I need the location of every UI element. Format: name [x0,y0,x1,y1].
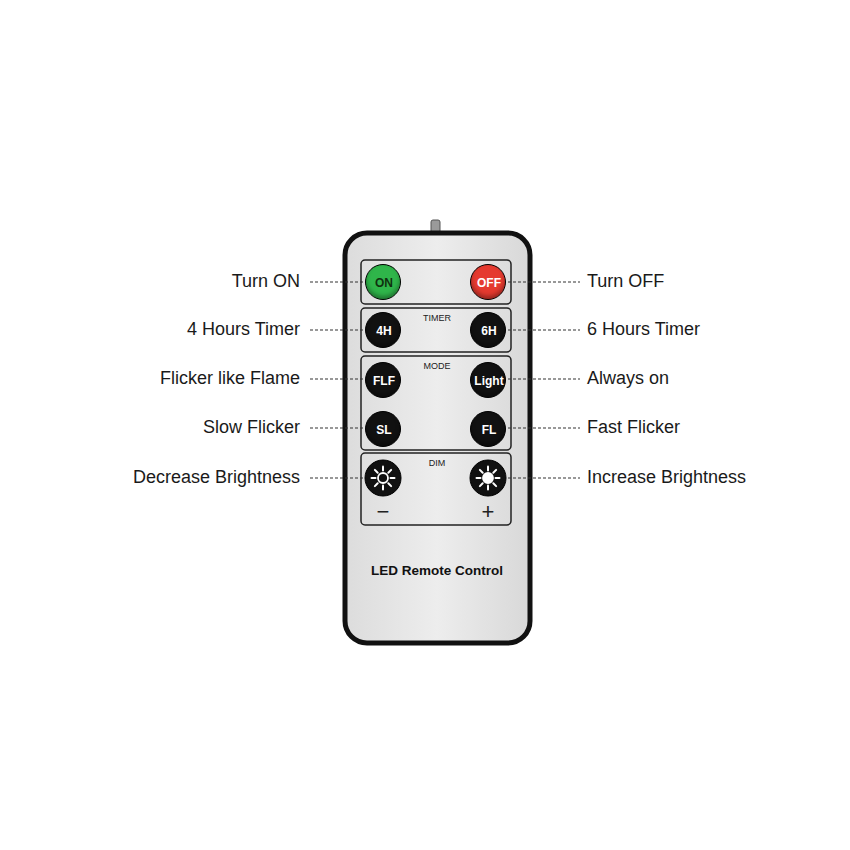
dim-group-box [361,453,511,525]
group-heading: MODE [424,362,451,371]
dim-group: DIM − + [361,453,511,525]
remote-body [345,233,530,643]
timer-group: 4H 6H TIMER [361,308,511,352]
callout-label: Decrease Brightness [133,468,300,488]
sun-ray [388,470,391,473]
callout-label: Slow Flicker [203,418,300,438]
mode-group-box [361,356,511,450]
dim-plus-button [470,460,506,496]
leader-line [310,378,363,379]
model-name: LED Remote Control [371,564,503,578]
sun-ray [477,477,481,479]
sun-icon-filled [477,467,500,490]
sun-icon-outline [372,467,395,490]
sun-ray [493,483,496,486]
sun-ray [382,486,384,490]
button-label: 4H [376,325,391,337]
callout-label: Increase Brightness [587,468,746,488]
group-heading: TIMER [423,314,451,323]
on-button: ON [365,264,401,300]
sun-core [378,473,388,483]
button-label: FLF [373,375,395,387]
button-label: FL [482,424,497,436]
leader-line [310,329,363,330]
leader-line [508,427,580,428]
callout-label: Turn OFF [587,272,664,292]
mode-button: FL [470,411,506,447]
off-button: OFF [470,264,506,300]
callout-label: 4 Hours Timer [187,320,300,340]
button-label: Light [474,375,503,387]
button-label: SL [376,424,391,436]
callout-label: Always on [587,369,669,389]
mode-button: Light [470,362,506,398]
button-circle [365,460,401,496]
sun-ray [372,477,376,479]
leader-lines [310,282,580,478]
leader-line [310,477,363,478]
button-label: OFF [477,277,501,289]
sun-ray [480,483,483,486]
sun-ray [487,486,489,490]
sun-ray [493,470,496,473]
mode-button: FLF [365,362,401,398]
power-group-box [361,260,511,304]
timer-group-box [361,308,511,352]
timer-button: 4H [365,312,401,348]
sun-ray [375,470,378,473]
plus-sign: + [482,501,495,523]
mode-group: FLF LightSL FL MODE [361,356,511,450]
leader-line [310,427,363,428]
callout-label: Turn ON [232,272,300,292]
minus-sign: − [377,501,390,523]
callout-label: Fast Flicker [587,418,680,438]
button-label: ON [375,277,393,289]
leader-line [310,281,363,282]
button-label: 6H [481,325,496,337]
leader-line [508,281,580,282]
sun-ray [375,483,378,486]
sun-ray [487,467,489,471]
callout-label: Flicker like Flame [160,369,300,389]
group-heading: DIM [429,459,446,468]
sun-ray [391,477,395,479]
sun-ray [388,483,391,486]
timer-button: 6H [470,312,506,348]
sun-ray [382,467,384,471]
mode-button: SL [365,411,401,447]
leader-line [508,378,580,379]
remote-body-node: ON OFF 4H 6H TIMER FLF LightSL FL MODE DIM − + LED R… [345,233,530,643]
sun-ray [496,477,500,479]
sun-ray [480,470,483,473]
leader-line [508,477,580,478]
dim-minus-button [365,460,401,496]
callout-label: 6 Hours Timer [587,320,700,340]
leader-line [508,329,580,330]
button-circle [470,460,506,496]
sun-core [483,473,493,483]
